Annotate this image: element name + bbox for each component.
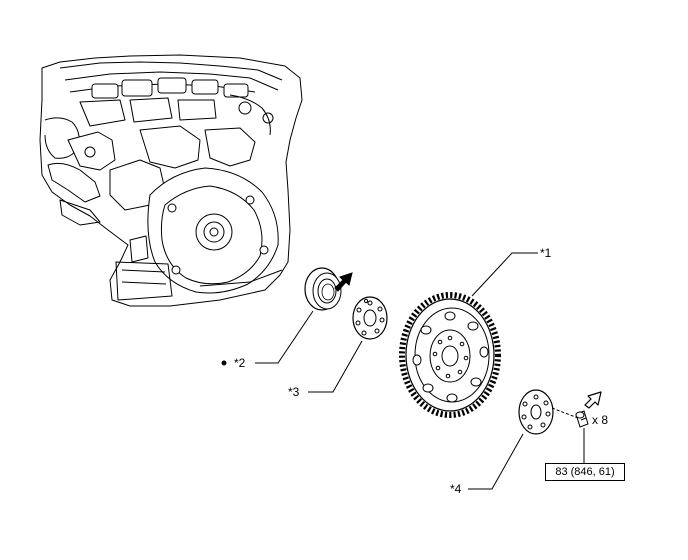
callout-label-4: *4: [450, 482, 462, 496]
callout-label-1: *1: [540, 246, 552, 260]
callout-label-2: *2: [234, 356, 246, 370]
drive-plate-ring-gear: [399, 292, 501, 418]
torque-spec-text: 83 (846, 61): [555, 466, 615, 478]
engine-block: [39, 54, 303, 307]
leader-lines: [255, 252, 585, 490]
grease-symbol-icon: [221, 360, 227, 366]
oil-seal: [304, 267, 342, 311]
bolt-direction-arrow-icon: [584, 391, 602, 409]
bolt-quantity: x 8: [592, 413, 608, 427]
rear-spacer: [518, 389, 554, 435]
bolt-alignment-line: [551, 407, 579, 419]
flywheel-bolt: [575, 410, 589, 428]
apply-grease-arrow-icon: [334, 272, 353, 292]
torque-spec-box: 83 (846, 61): [545, 463, 625, 481]
spacer-plate: [352, 296, 388, 340]
callout-label-3: *3: [288, 385, 300, 399]
